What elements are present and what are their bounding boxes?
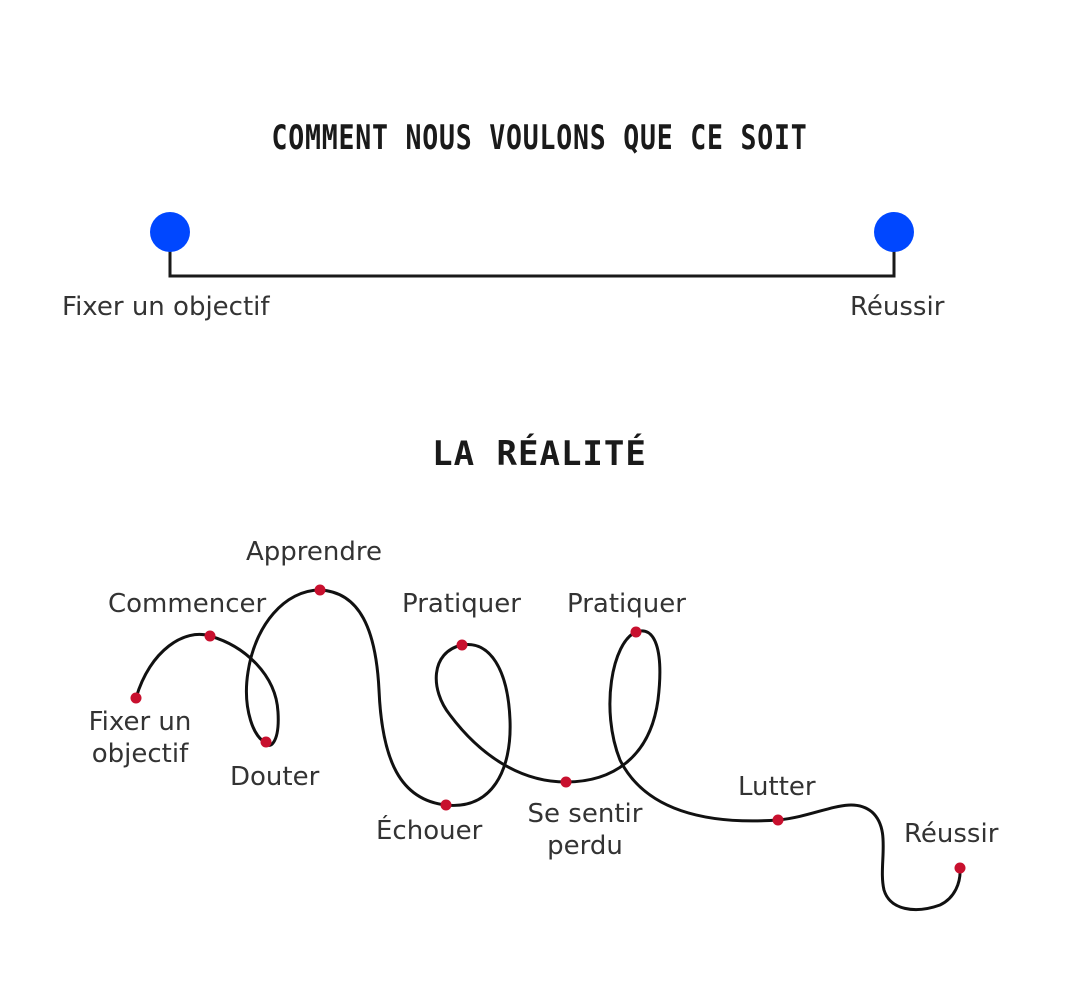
reality-label-pratiquer-1: Pratiquer	[402, 589, 521, 619]
ideal-start-label: Fixer un objectif	[62, 292, 270, 322]
reality-node-reussir	[954, 862, 966, 874]
reality-title: LA RÉALITÉ	[432, 434, 647, 474]
reality-node-fixer	[130, 692, 142, 704]
ideal-end-label: Réussir	[850, 292, 945, 322]
reality-label-se-sentir-line2: perdu	[547, 831, 623, 861]
reality-label-echouer: Échouer	[376, 816, 483, 846]
reality-label-se-sentir-line1: Se sentir	[527, 799, 643, 829]
reality-node-douter	[260, 736, 272, 748]
reality-label-fixer: Fixer un objectif	[80, 706, 200, 770]
reality-node-echouer	[440, 799, 452, 811]
reality-label-lutter: Lutter	[738, 772, 816, 802]
reality-node-commencer	[204, 630, 216, 642]
ideal-start-node	[150, 212, 190, 252]
reality-label-apprendre: Apprendre	[246, 537, 383, 567]
reality-label-pratiquer-2: Pratiquer	[567, 589, 686, 619]
ideal-end-node	[874, 212, 914, 252]
reality-node-pratiquer-2	[630, 626, 642, 638]
reality-label-commencer: Commencer	[108, 589, 267, 619]
ideal-path	[168, 232, 896, 278]
ideal-title: COMMENT NOUS VOULONS QUE CE SOIT	[271, 118, 808, 158]
reality-label-douter: Douter	[230, 762, 320, 792]
reality-node-lutter	[772, 814, 784, 826]
reality-label-fixer-line2: objectif	[91, 739, 189, 769]
reality-node-apprendre	[314, 584, 326, 596]
reality-path	[134, 588, 962, 912]
reality-node-pratiquer-1	[456, 639, 468, 651]
reality-node-se-sentir-perdu	[560, 776, 572, 788]
reality-label-reussir: Réussir	[904, 819, 999, 849]
reality-label-fixer-line1: Fixer un	[88, 707, 192, 737]
reality-label-se-sentir-perdu: Se sentir perdu	[515, 798, 655, 862]
